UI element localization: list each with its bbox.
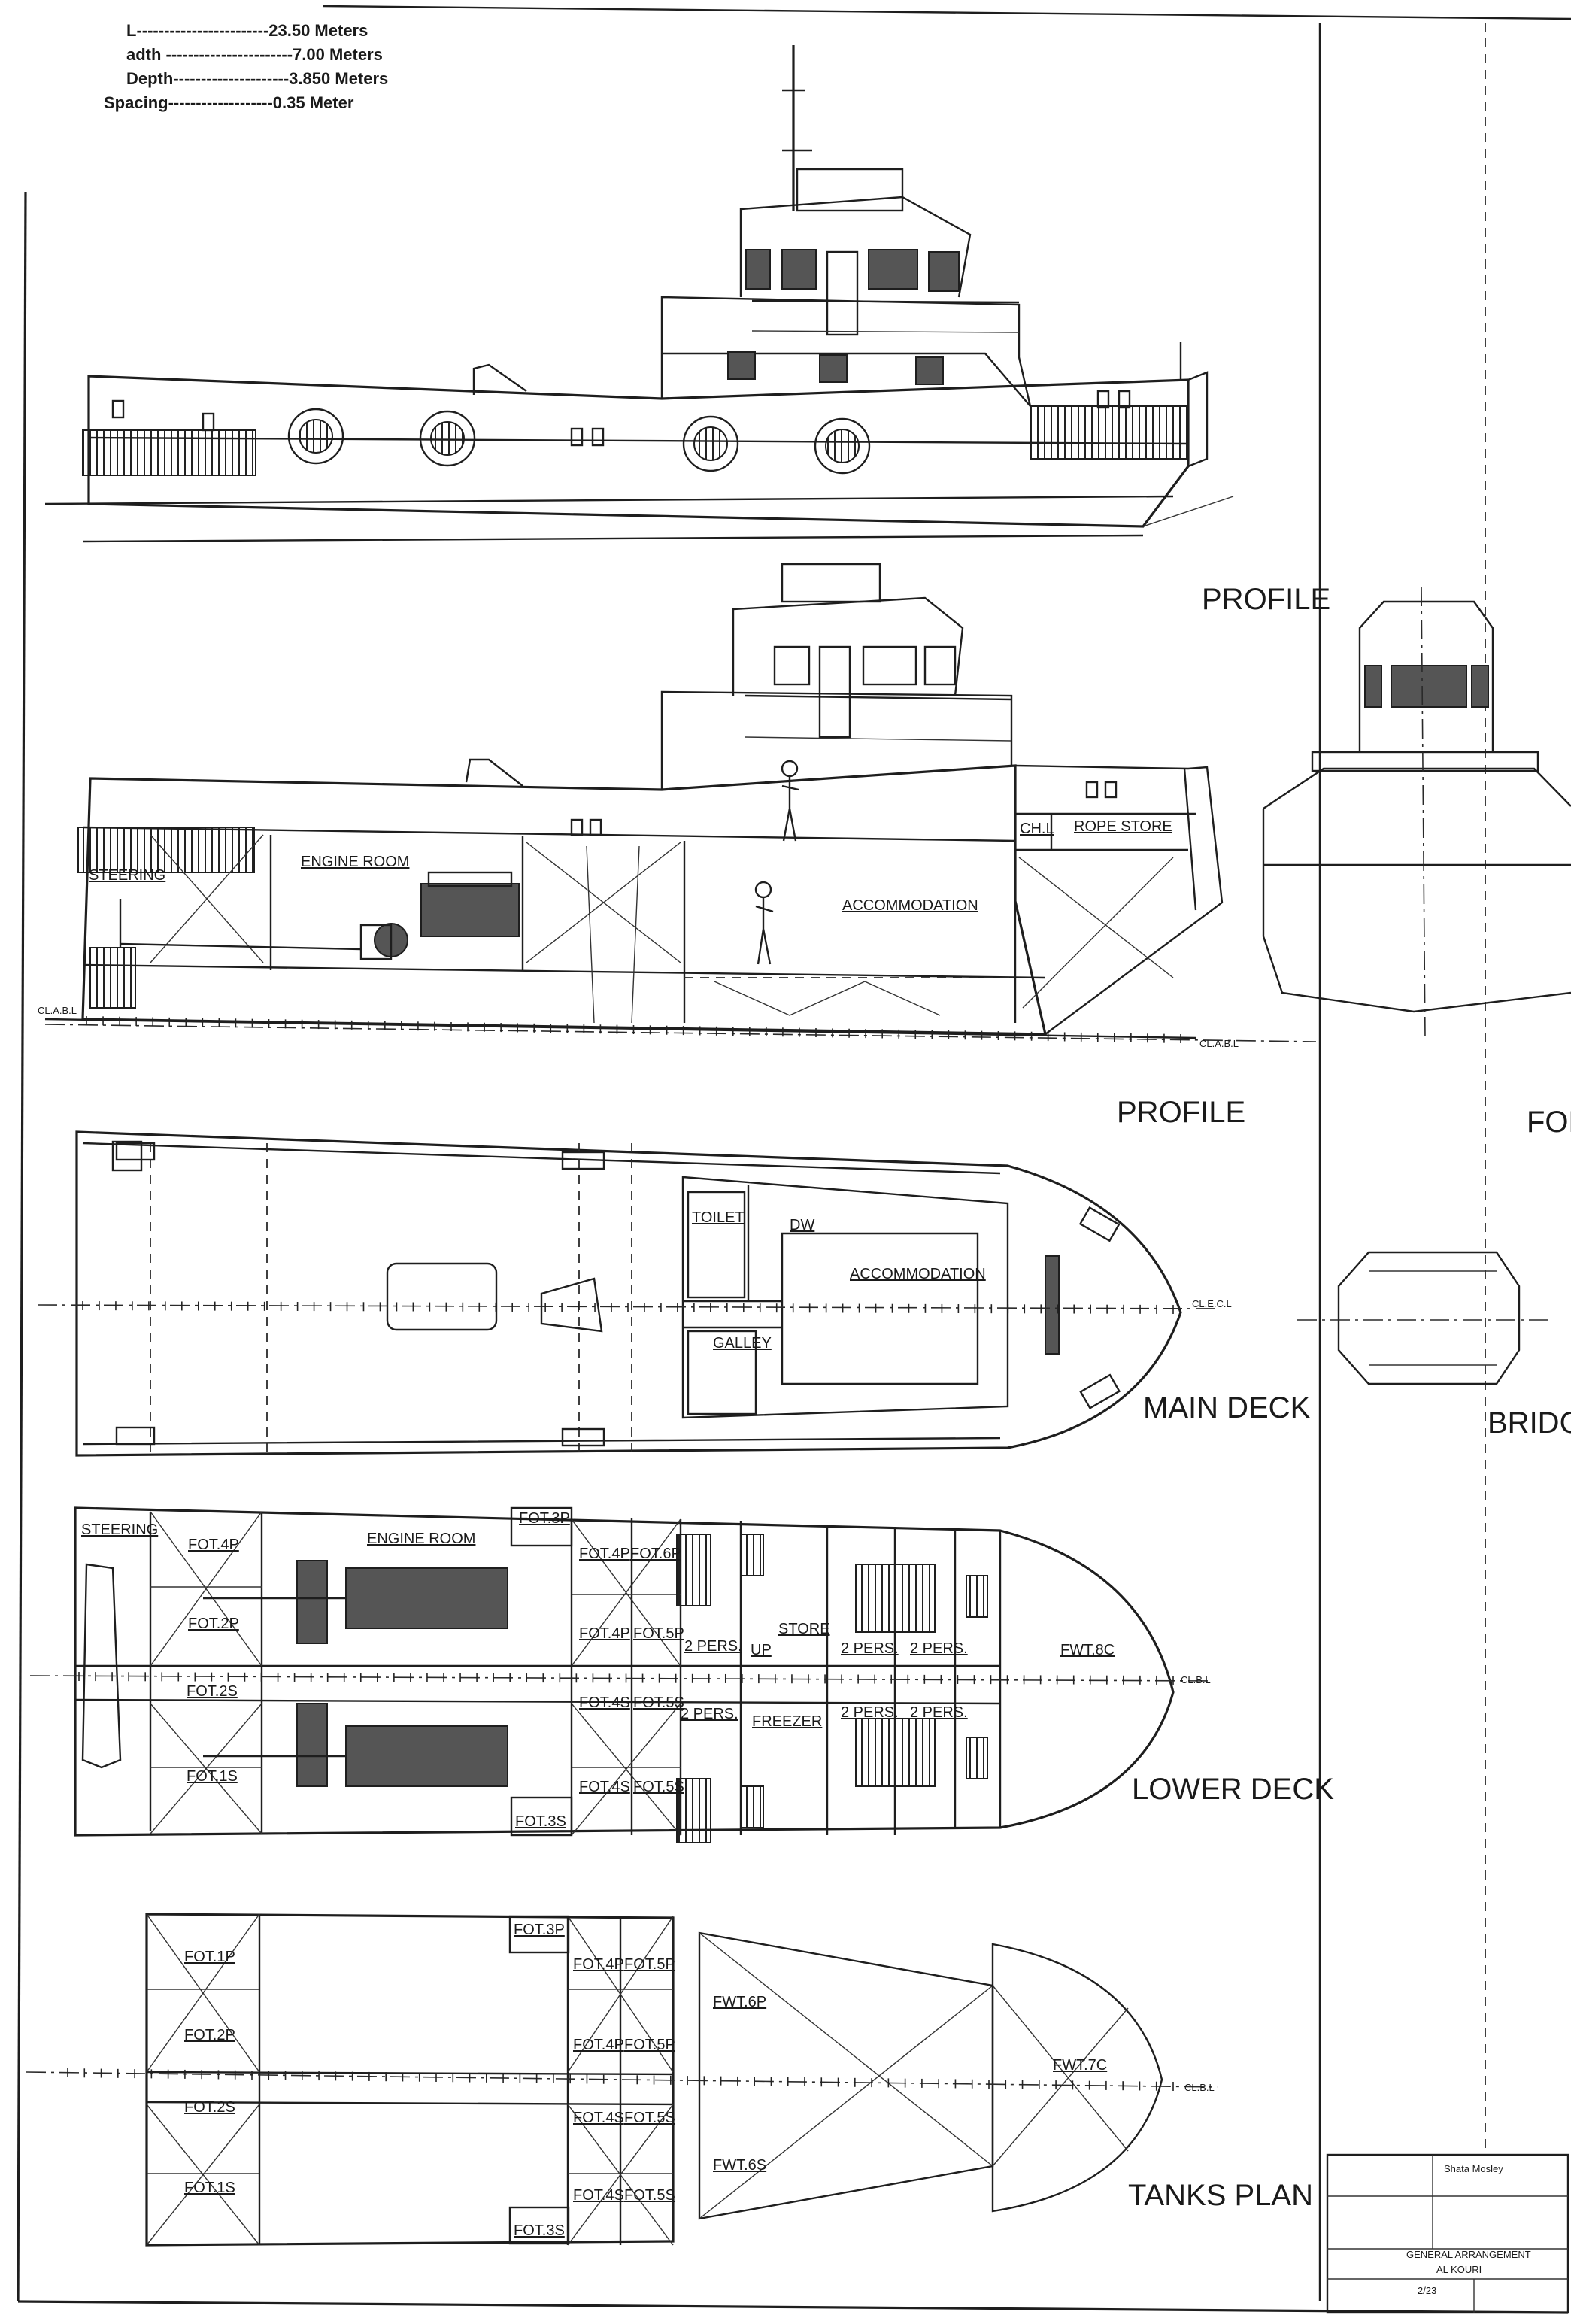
label-tank-fot-1p: FOT.1P [184, 1949, 235, 1965]
label-galley: GALLEY [713, 1335, 772, 1352]
front-view: FOR [1262, 586, 1571, 1139]
label-pers-2a: 2 PERS. [684, 1638, 742, 1655]
label-tank-fot-2s: FOT.2S [184, 2099, 235, 2116]
label-tank-fot-4p: FOT.4P [573, 1956, 624, 1973]
steering-gear [89, 947, 136, 1009]
label-cl-left: CL.A.B.L [38, 1005, 77, 1016]
label-fot-4p-b: FOT.4P [579, 1546, 630, 1562]
label-dw: DW [790, 1217, 814, 1233]
label-lower-cl: CL.B.L [1181, 1674, 1211, 1685]
label-main-cl: CL.E.C.L [1192, 1298, 1232, 1309]
label-fot-5p: FOT.5P [633, 1625, 684, 1642]
label-store: STORE [778, 1621, 830, 1637]
label-lower-engine-room: ENGINE ROOM [367, 1531, 475, 1547]
label-rope-store: ROPE STORE [1074, 818, 1172, 835]
frame-scale-inboard [86, 1016, 1181, 1043]
main-deck-title: MAIN DECK [1143, 1391, 1311, 1424]
label-fot-3p: FOT.3P [519, 1510, 570, 1527]
main-deck-view: TOILET DW ACCOMMODATION GALLEY CL.E.C.L … [37, 1130, 1311, 1457]
title-block-title: GENERAL ARRANGEMENT [1406, 2249, 1531, 2260]
label-fot-4p: FOT.4P [188, 1537, 239, 1553]
label-fot-3s: FOT.3S [515, 1813, 566, 1830]
label-tank-fot-5p-b: FOT.5P [624, 2037, 675, 2053]
frame-scale-tanks [67, 2068, 1174, 2091]
label-tank-fwt-6s: FWT.6S [713, 2157, 766, 2174]
label-tank-fot-2p: FOT.2P [184, 2027, 235, 2043]
tyre-fenders [287, 408, 871, 475]
front-view-title: FOR [1527, 1106, 1571, 1139]
spec-spacing: Spacing-------------------0.35 Meter [104, 93, 354, 112]
label-pers-2c: 2 PERS. [910, 1640, 968, 1657]
main-engines-plan [203, 1560, 508, 1787]
spec-depth: Depth---------------------3.850 Meters [126, 69, 388, 88]
label-fot-4s: FOT.4S [579, 1694, 630, 1711]
label-pers-2e: 2 PERS. [841, 1704, 899, 1721]
label-tank-fot-4p-b: FOT.4P [573, 2037, 624, 2053]
frame-scale-main [82, 1301, 1174, 1314]
label-tank-fwt-7c: FWT.7C [1053, 2057, 1107, 2074]
lower-deck-title: LOWER DECK [1132, 1773, 1334, 1806]
windlass [1045, 1255, 1060, 1355]
bridge-plan-view: BRIDGE [1297, 1251, 1571, 1440]
main-engine-profile [120, 871, 520, 960]
label-fot-4s-b: FOT.4S [579, 1779, 630, 1795]
person-figures [754, 760, 799, 965]
label-tank-fot-4s-b: FOT.4S [573, 2187, 624, 2204]
inboard-stern-fender [77, 827, 255, 873]
title-block-sheet: 2/23 [1418, 2285, 1436, 2296]
label-fot-5s: FOT.5S [633, 1694, 684, 1711]
label-pers-2f: 2 PERS. [910, 1704, 968, 1721]
inboard-profile-view: STEERING ENGINE ROOM ACCOMMODATION CH.L … [38, 563, 1317, 1129]
lower-deck-view: STEERING ENGINE ROOM FOT.4P FOT.2P FOT.2… [29, 1506, 1334, 1843]
hatch-cover [111, 1140, 143, 1172]
sheet-border [17, 5, 1571, 2314]
label-tank-fot-5p: FOT.5P [624, 1956, 675, 1973]
tanks-plan-title: TANKS PLAN [1128, 2179, 1313, 2212]
label-fot-2p: FOT.2P [188, 1616, 239, 1632]
label-pers-2b: 2 PERS. [841, 1640, 899, 1657]
label-tank-fot-1s: FOT.1S [184, 2180, 235, 2196]
label-fot-6p: FOT.6P [630, 1546, 681, 1562]
label-fot-4p-c: FOT.4P [579, 1625, 630, 1642]
label-fot-2s: FOT.2S [187, 1683, 238, 1700]
label-tank-fot-4s: FOT.4S [573, 2110, 624, 2126]
title-block: Shata Mosley GENERAL ARRANGEMENT AL KOUR… [1326, 2153, 1569, 2314]
outboard-profile-view: PROFILE [44, 45, 1330, 616]
label-steering: STEERING [89, 867, 165, 884]
label-engine-room: ENGINE ROOM [301, 854, 409, 870]
label-fwt-8c: FWT.8C [1060, 1642, 1115, 1658]
label-lower-steering: STEERING [81, 1522, 158, 1538]
label-cl-right: CL.A.B.L [1199, 1038, 1239, 1049]
label-chain-locker: CH.L [1020, 821, 1054, 837]
spec-breadth: adth -----------------------7.00 Meters [126, 45, 383, 64]
label-tanks-cl: CL.B.L [1184, 2082, 1215, 2093]
rudder-stock [81, 1563, 122, 1769]
frame-scale-lower [78, 1672, 1174, 1685]
principal-particulars: L------------------------23.50 Meters ad… [104, 21, 388, 112]
title-block-vessel: AL KOURI [1436, 2264, 1482, 2275]
spec-length: L------------------------23.50 Meters [126, 21, 368, 40]
label-tank-fot-3s: FOT.3S [514, 2222, 565, 2239]
label-freezer: FREEZER [752, 1713, 822, 1730]
label-fot-5s-b: FOT.5S [633, 1779, 684, 1795]
bridge-view-title: BRIDGE [1488, 1406, 1571, 1440]
label-toilet: TOILET [692, 1209, 745, 1226]
label-tank-fot-3p: FOT.3P [514, 1922, 565, 1938]
bow-fender [1030, 405, 1189, 460]
label-accommodation-deck: ACCOMMODATION [850, 1266, 986, 1282]
label-fot-1s: FOT.1S [187, 1768, 238, 1785]
profile-title-2: PROFILE [1117, 1096, 1245, 1129]
profile-title-1: PROFILE [1202, 583, 1330, 616]
title-block-company: Shata Mosley [1444, 2163, 1503, 2174]
label-tank-fot-5s: FOT.5S [624, 2110, 675, 2126]
label-tank-fwt-6p: FWT.6P [713, 1994, 766, 2010]
tanks-plan-view: FOT.1P FOT.2P FOT.2S FOT.1S FOT.3P FOT.4… [26, 1913, 1313, 2247]
label-up: UP [751, 1642, 772, 1658]
label-tank-fot-5s-b: FOT.5S [624, 2187, 675, 2204]
label-pers-2d: 2 PERS. [681, 1706, 738, 1722]
label-accommodation: ACCOMMODATION [842, 897, 978, 914]
